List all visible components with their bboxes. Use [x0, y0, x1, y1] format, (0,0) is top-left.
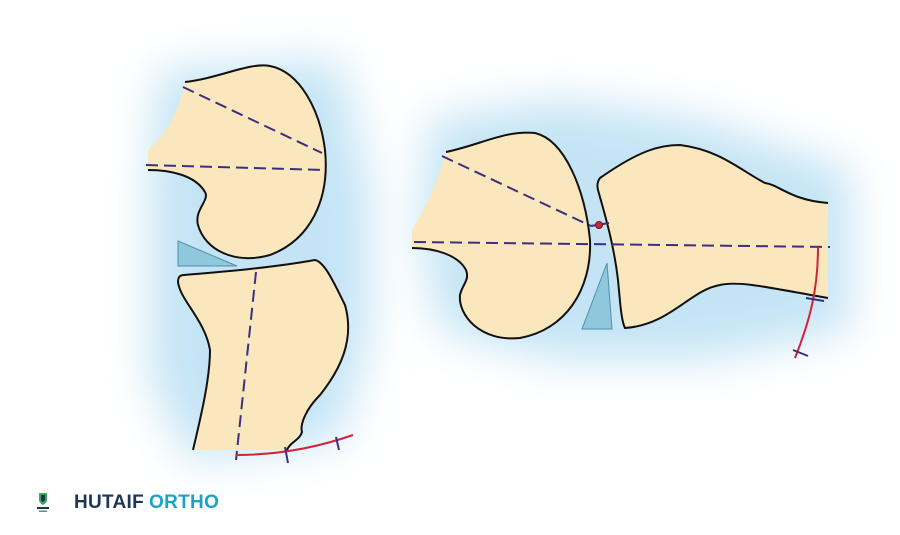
tibia-left	[178, 260, 349, 450]
tibia-right	[598, 145, 828, 328]
measurement-arc-left	[235, 434, 354, 456]
femur-right-axis-oblique	[441, 155, 592, 227]
brand-name-primary: HUTAIF	[74, 492, 145, 513]
brand: HUTAIF ORTHO	[36, 492, 219, 514]
brand-name-accent: ORTHO	[149, 492, 220, 513]
femur-left-axis-oblique	[182, 86, 323, 154]
tibia-left-outline	[176, 258, 350, 451]
brand-logo-icon	[37, 493, 49, 512]
femur-right	[412, 132, 591, 339]
measurement-arc-right	[794, 246, 819, 359]
arc-tick-right-2	[792, 349, 809, 357]
tibia-right-outline	[596, 143, 829, 330]
pivot-dot	[595, 221, 603, 229]
femur-right-outline	[411, 131, 592, 340]
joint-axis-horizontal	[413, 241, 831, 248]
arc-tick-left-1	[284, 446, 289, 464]
tibia-left-axis	[235, 271, 257, 461]
femur-left-axis-horizontal	[145, 164, 326, 171]
wedge-right	[581, 262, 613, 330]
arc-tick-left-2	[335, 436, 340, 451]
femur-left-outline	[147, 64, 327, 260]
femur-left	[148, 65, 326, 259]
arc-tick-right-1	[805, 297, 825, 302]
wedge-left	[177, 240, 238, 267]
